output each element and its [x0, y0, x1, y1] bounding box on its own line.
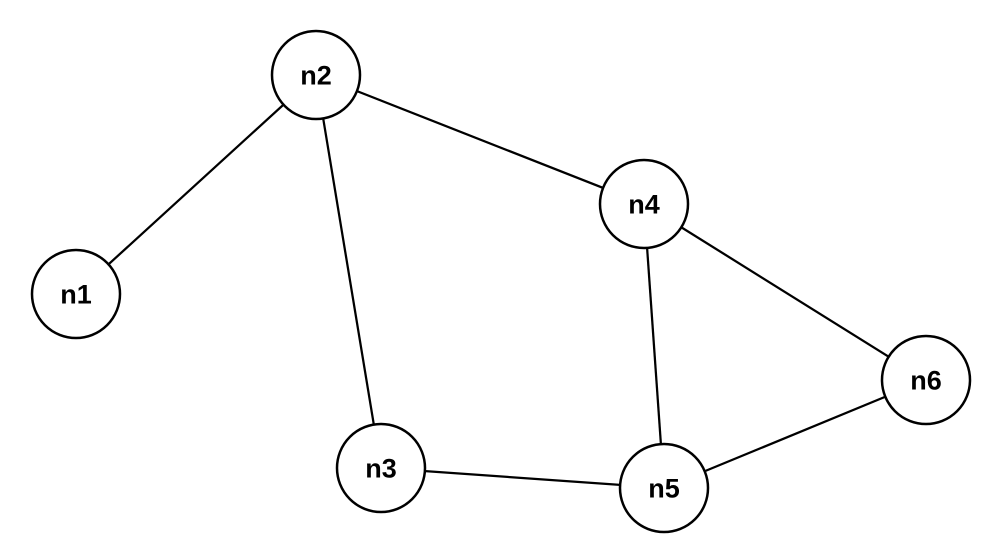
- edge-n2-n3: [314, 74, 383, 469]
- node-circle: [270, 29, 362, 121]
- node-n3[interactable]: n3: [335, 422, 427, 514]
- node-n5[interactable]: n5: [618, 442, 710, 534]
- node-circle: [335, 422, 427, 514]
- edge-n4-n5: [642, 203, 666, 489]
- node-circle: [598, 158, 690, 250]
- edge-n4-n6: [643, 203, 927, 381]
- node-label: n2: [300, 60, 332, 90]
- node-n1[interactable]: n1: [30, 248, 122, 340]
- node-label: n6: [910, 365, 942, 395]
- node-n4[interactable]: n4: [598, 158, 690, 250]
- edge-n5-n6: [663, 378, 927, 490]
- edges-layer: [75, 73, 927, 490]
- node-n6[interactable]: n6: [880, 334, 972, 426]
- node-label: n3: [365, 453, 397, 483]
- node-circle: [30, 248, 122, 340]
- edge-n3-n5: [380, 466, 665, 490]
- node-label: n1: [60, 279, 92, 309]
- edge-n1-n2: [75, 74, 317, 295]
- nodes-layer: n1 n2 n3 n4 n5 n6: [30, 29, 972, 534]
- node-circle: [880, 334, 972, 426]
- node-n2[interactable]: n2: [270, 29, 362, 121]
- node-label: n4: [628, 189, 660, 219]
- node-circle: [618, 442, 710, 534]
- node-label: n5: [648, 473, 680, 503]
- edge-n2-n4: [315, 73, 645, 206]
